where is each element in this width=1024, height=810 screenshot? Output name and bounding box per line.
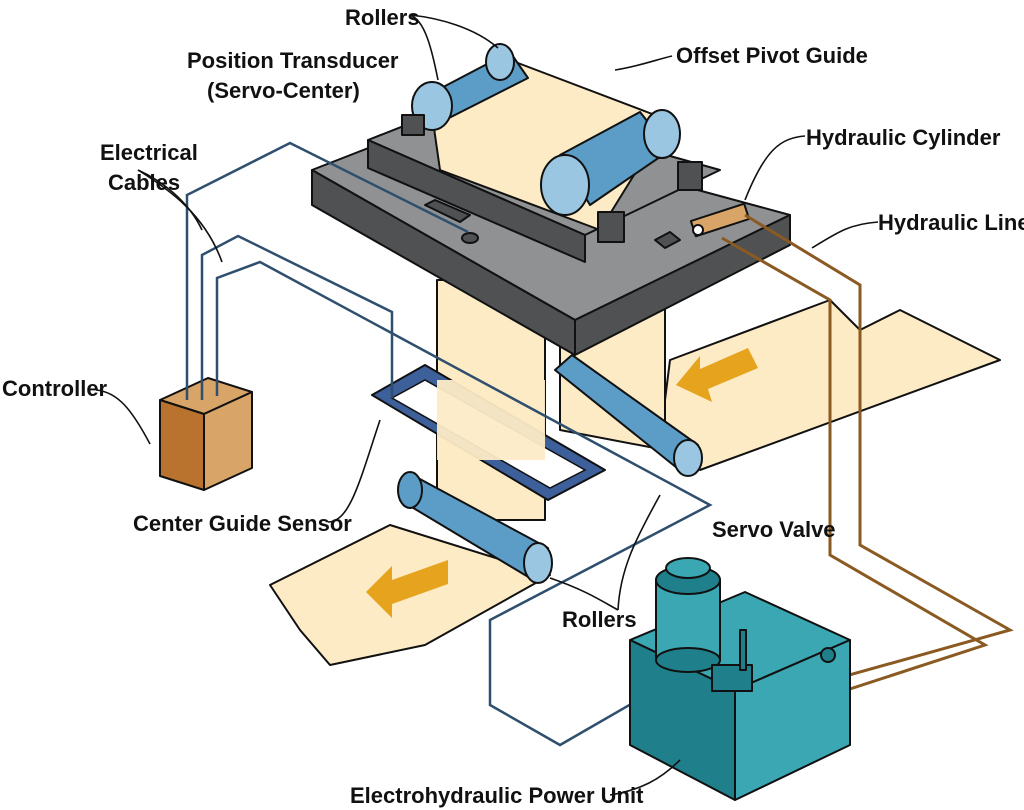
hydraulic-line-a — [744, 213, 1014, 702]
label-hydraulic-lines: Hydraulic Lines — [878, 210, 1024, 235]
hydraulic-line-b — [721, 236, 989, 717]
pivot-bracket — [654, 231, 681, 249]
label-power-unit: Electrohydraulic Power Unit — [350, 783, 644, 808]
label-rollers-top: Rollers — [345, 5, 420, 30]
position-transducer — [461, 232, 479, 244]
hydraulic-cylinder — [689, 202, 751, 238]
electrohydraulic-power-unit — [629, 557, 851, 801]
flow-arrow-entry — [366, 560, 448, 618]
center-guide-sensor — [371, 364, 606, 501]
label-cables: Cables — [108, 170, 180, 195]
tank-side — [734, 639, 851, 801]
base-plate-side — [574, 214, 791, 356]
exit-roller — [554, 354, 703, 477]
label-offset-pivot-guide: Offset Pivot Guide — [676, 43, 868, 68]
label-servo-center: (Servo-Center) — [207, 78, 360, 103]
controller-box — [159, 377, 253, 491]
cable-to-sensor — [200, 234, 394, 400]
leader-lines — [95, 14, 879, 796]
flow-arrow-exit — [676, 348, 758, 402]
label-controller: Controller — [2, 376, 108, 401]
servo-valve — [711, 664, 753, 692]
label-electrical: Electrical — [100, 140, 198, 165]
sensor-web-pass — [437, 380, 545, 460]
label-rollers-bottom: Rollers — [562, 607, 637, 632]
entry-roller — [397, 471, 553, 584]
label-center-guide-sensor: Center Guide Sensor — [133, 511, 352, 536]
upper-plate-front — [367, 139, 586, 263]
controller-front — [159, 399, 205, 491]
hydraulic-lines — [721, 213, 1014, 717]
cable-to-valve — [215, 260, 713, 747]
label-servo-valve: Servo Valve — [712, 517, 836, 542]
offset-pivot-guide — [311, 43, 791, 356]
position-transducer-slot — [424, 199, 471, 223]
label-hydraulic-cylinder: Hydraulic Cylinder — [806, 125, 1001, 150]
electrical-cables — [185, 141, 713, 747]
roller-front-cap — [540, 154, 590, 216]
controller-side — [203, 391, 253, 491]
label-position-transducer: Position Transducer — [187, 48, 399, 73]
cable-to-transducer — [185, 141, 469, 400]
